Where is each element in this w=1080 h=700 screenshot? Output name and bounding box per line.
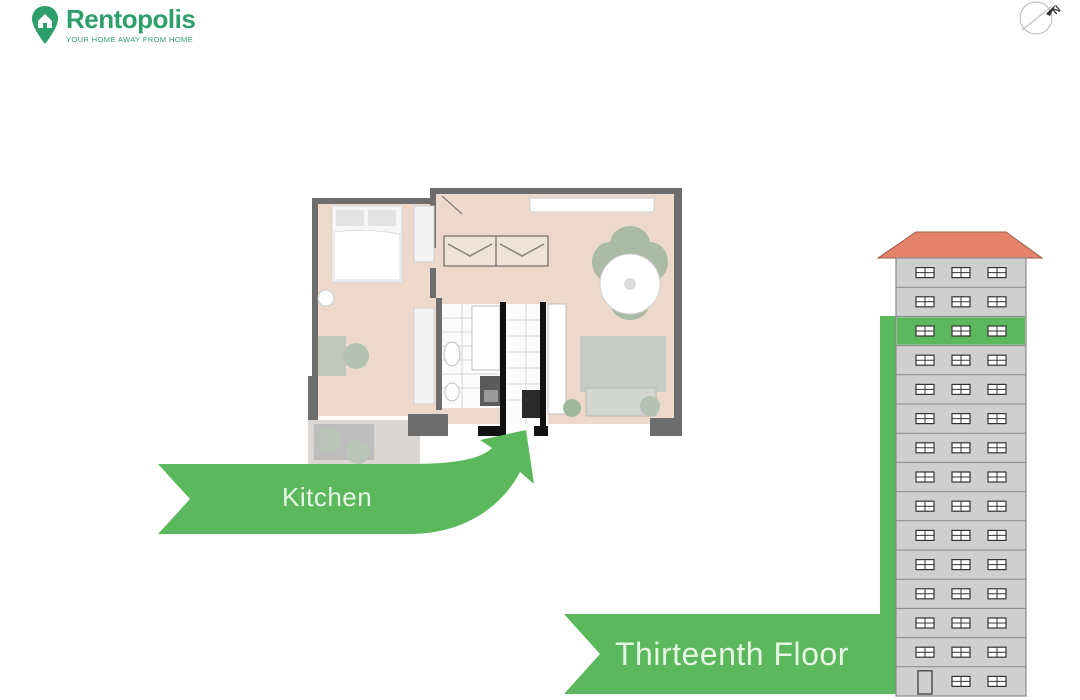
entry-door-swing [441,195,463,215]
walls [308,188,682,436]
plant-icon [563,399,581,417]
building-icon [876,231,1044,697]
kitchen-label: Kitchen [282,482,373,512]
desk [318,336,346,376]
shelf [529,197,655,213]
apartment-floor-plan [308,188,682,466]
side-chair-icon [640,396,660,416]
building-door [917,670,933,695]
kitchen-wall-right [540,302,546,434]
nightstand-lamp-icon [317,289,335,307]
wardrobe-top [413,205,435,263]
kitchen-wall-bottom [478,426,506,436]
brand-name: Rentopolis [66,4,196,34]
hall-wardrobe [443,235,549,267]
desk-chair-icon [343,343,369,369]
kitchen-wall-left [500,302,506,434]
building-floors [896,257,1026,695]
kitchen-arrow [158,430,534,534]
building-roof [876,231,1044,259]
compass-icon: N [1019,1,1063,35]
floor-label: Thirteenth Floor [615,636,849,672]
home-pin-icon [32,6,58,44]
shower-icon [471,305,501,371]
dining-table-icon [592,226,668,320]
brand-tagline: YOUR HOME AWAY FROM HOME [66,35,194,44]
bed-icon [331,205,403,283]
kitchen-counter [547,303,567,415]
balcony-table-icon [314,424,374,464]
rug [580,336,666,392]
floor-arrow [564,316,896,694]
toilet-icon [444,382,460,402]
brand-logo[interactable]: Rentopolis YOUR HOME AWAY FROM HOME [30,4,230,48]
wardrobe-bottom [413,307,435,405]
sink-icon [443,341,461,367]
